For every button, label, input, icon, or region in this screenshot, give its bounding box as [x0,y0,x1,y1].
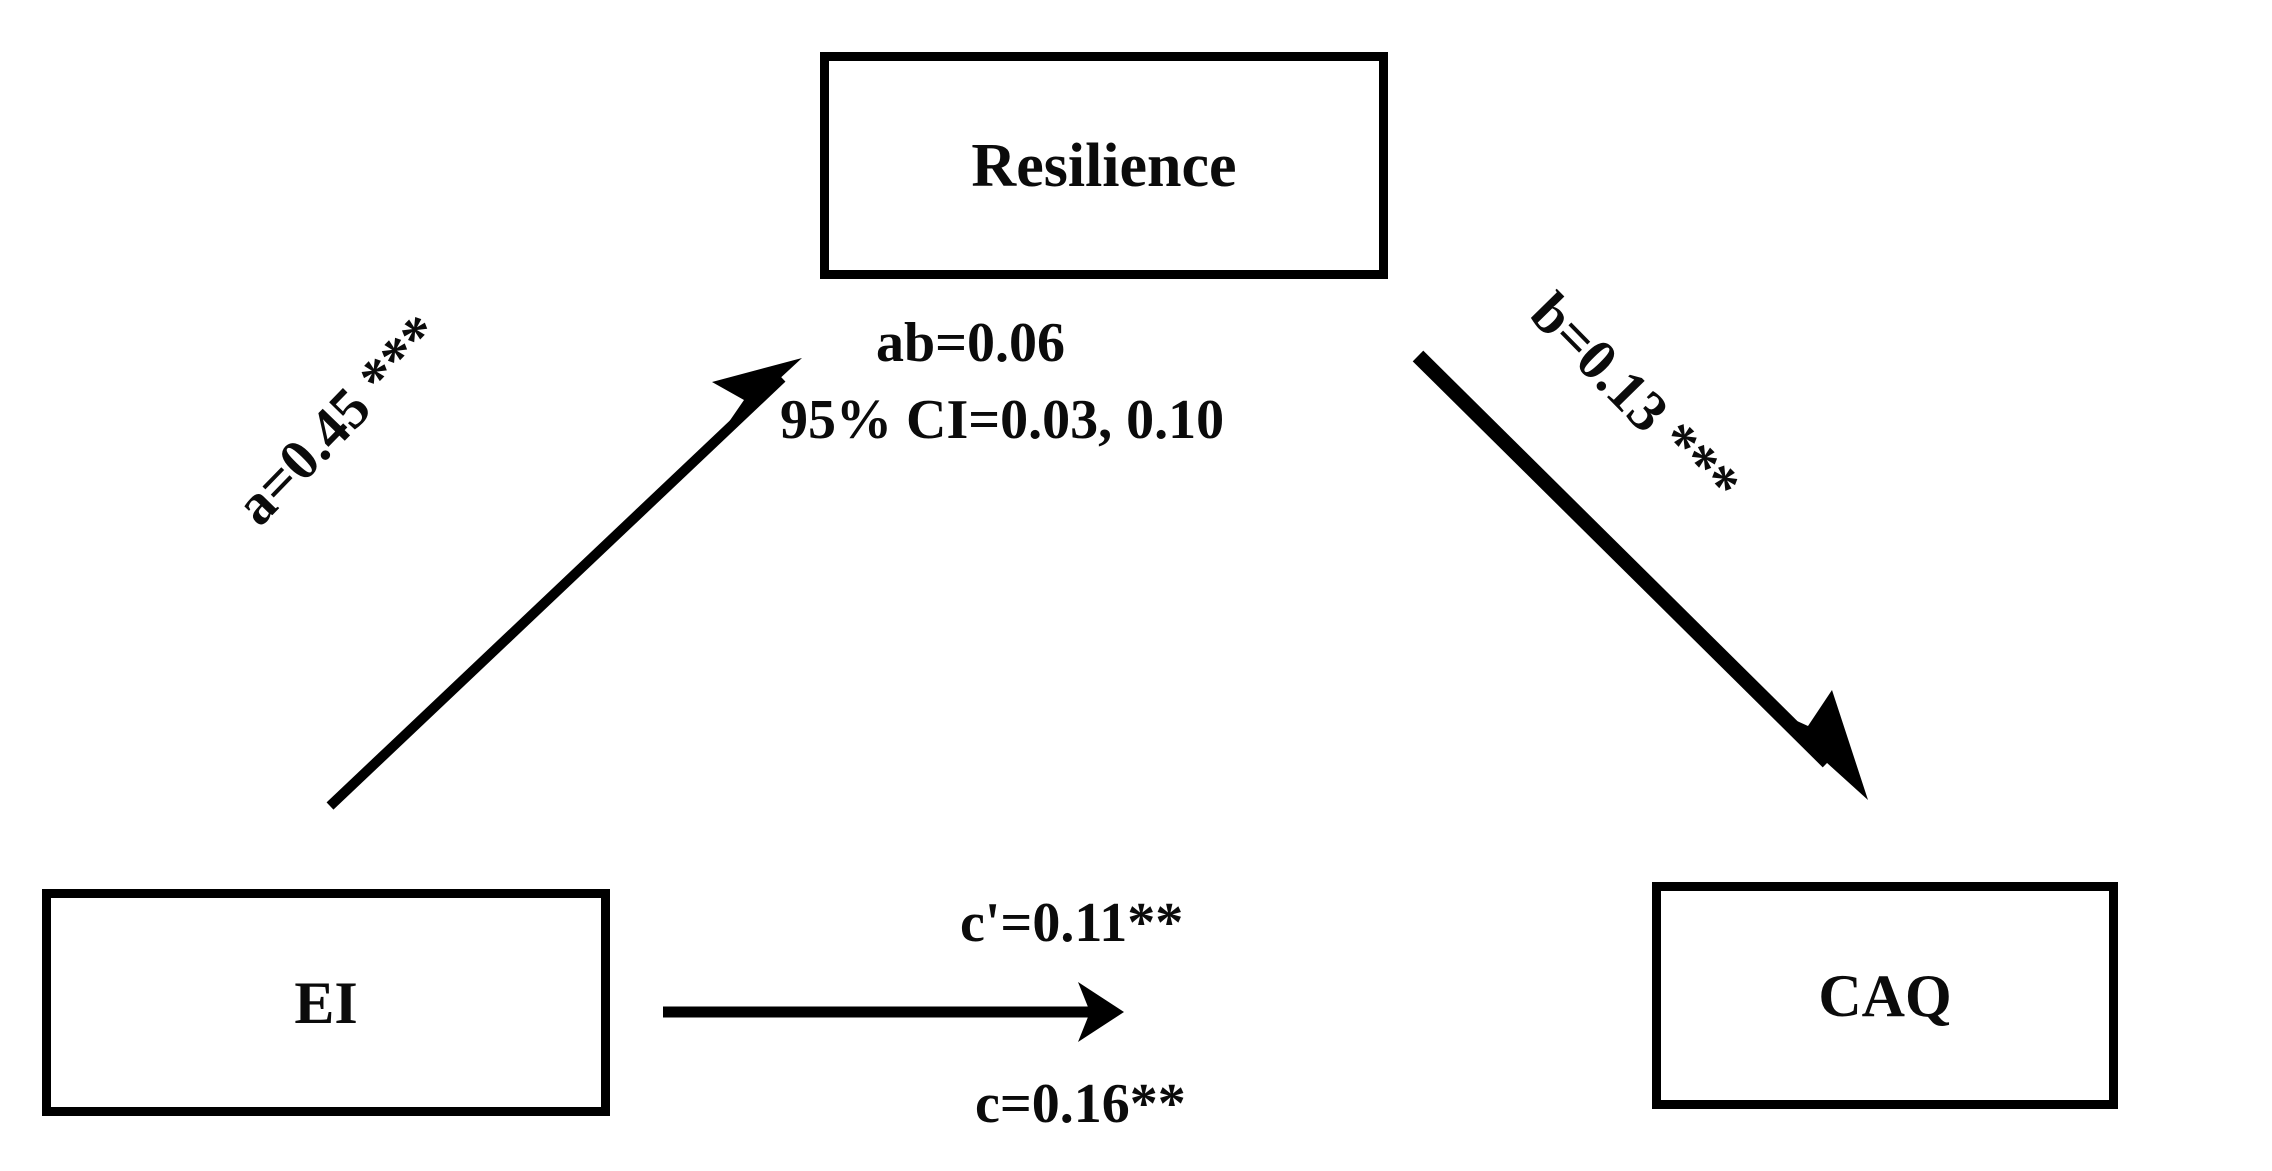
path-label-b: b=0.13 *** [1518,279,1753,517]
node-label-ei: EI [294,969,358,1036]
arrow-path-c-direct [663,982,1124,1042]
path-label-a: a=0.45 *** [222,301,454,538]
path-label-c-direct: c'=0.11** [960,892,1184,954]
node-label-caq: CAQ [1818,962,1952,1029]
arrow-path-a [326,358,802,810]
indirect-effect-estimate: ab=0.06 [876,312,1066,374]
indirect-effect-confidence-interval: 95% CI=0.03, 0.10 [780,389,1225,451]
node-box-ei[interactable]: EI [42,889,610,1116]
node-label-resilience: Resilience [971,131,1237,200]
node-box-caq[interactable]: CAQ [1652,882,2118,1109]
node-box-resilience[interactable]: Resilience [820,52,1388,279]
path-label-c-total: c=0.16** [975,1073,1186,1135]
